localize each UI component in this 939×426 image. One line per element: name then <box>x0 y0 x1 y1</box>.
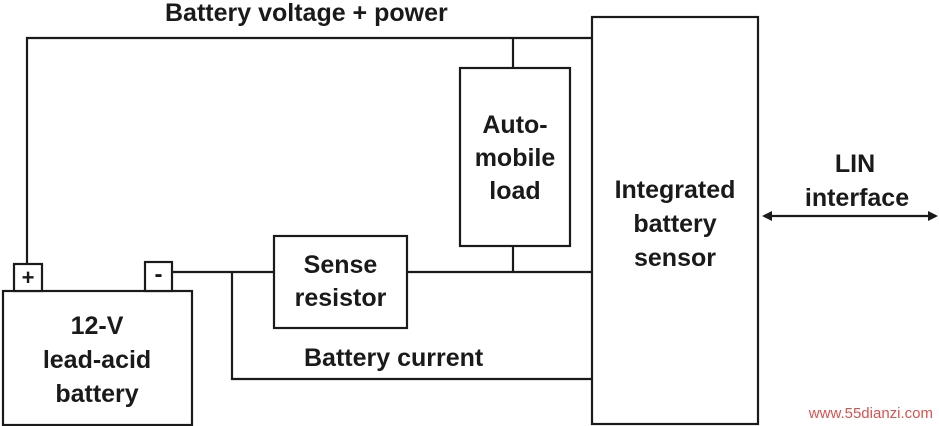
sensor-label-line2: battery <box>633 210 716 238</box>
sensor-box <box>590 15 760 426</box>
voltage-wire-label: Battery voltage + power <box>165 0 448 27</box>
battery-label-line3: battery <box>55 380 138 408</box>
automobile-load: Auto- mobile load <box>458 66 572 248</box>
automobile-load-label-line1: Auto- <box>482 111 547 139</box>
sense-resistor: Sense resistor <box>272 234 409 330</box>
battery-label-line1: 12-V <box>71 312 124 340</box>
sense-resistor-label-line2: resistor <box>295 284 387 312</box>
current-wire-label: Battery current <box>304 344 484 372</box>
battery: + - 12-V lead-acid battery <box>1 260 194 426</box>
lin-label-line1: LIN <box>835 150 875 178</box>
plus-terminal-label: + <box>22 265 35 290</box>
automobile-load-label-line2: mobile <box>475 144 556 172</box>
automobile-load-label-line3: load <box>489 177 540 205</box>
sensor-label-line3: sensor <box>634 244 716 272</box>
lin-label-line2: interface <box>805 184 909 212</box>
integrated-battery-sensor: Integrated battery sensor <box>590 15 760 426</box>
automobile-load-box <box>458 66 572 248</box>
current-sense-wire <box>230 272 592 381</box>
sense-resistor-label-line1: Sense <box>304 251 378 279</box>
voltage-wire <box>25 36 592 264</box>
battery-body <box>1 289 194 426</box>
wires <box>25 36 938 381</box>
plus-terminal <box>12 262 44 293</box>
battery-label-line2: lead-acid <box>43 346 151 374</box>
sense-resistor-box <box>272 234 409 330</box>
sensor-label-line1: Integrated <box>615 176 736 204</box>
watermark-text: www.55dianzi.com <box>808 405 933 422</box>
minus-terminal-label: - <box>155 261 163 288</box>
minus-terminal <box>143 260 174 293</box>
